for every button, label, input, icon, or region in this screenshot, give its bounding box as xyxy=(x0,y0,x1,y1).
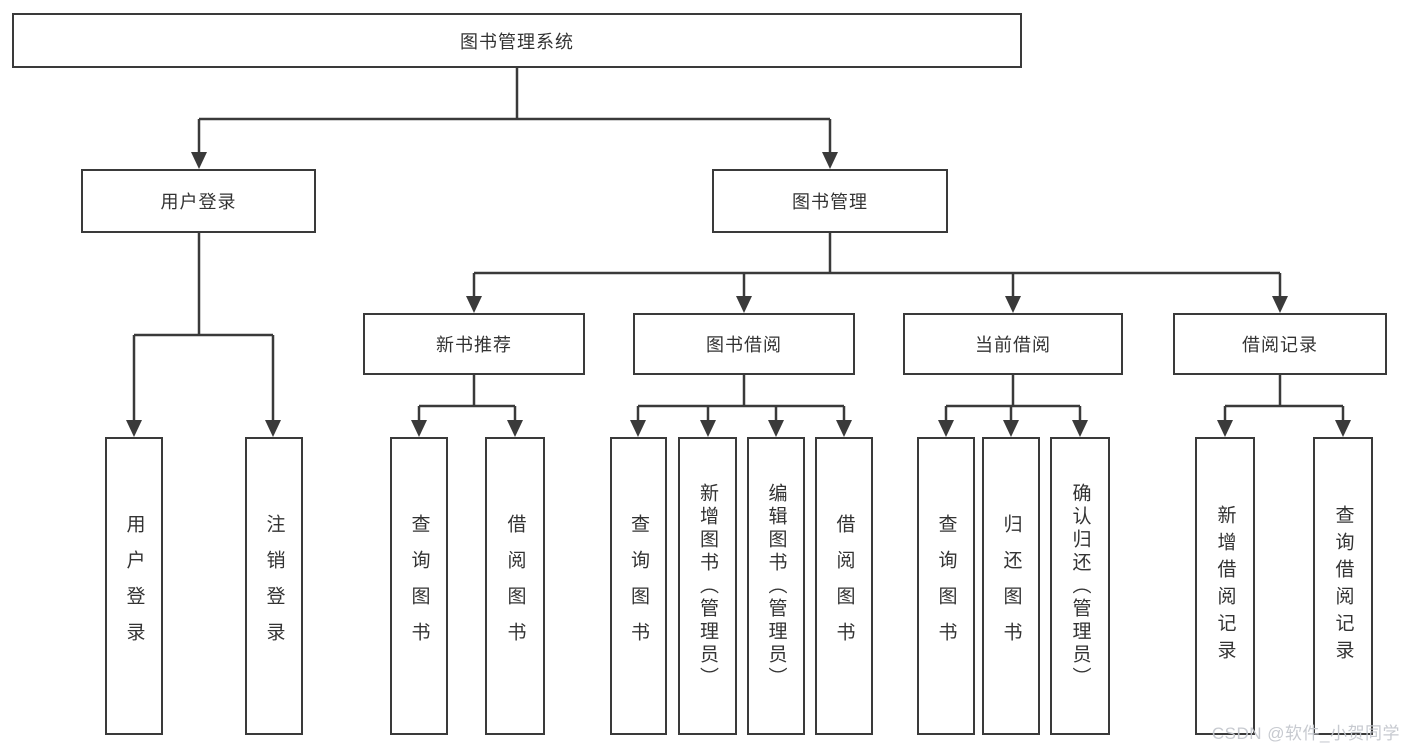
arrowheads xyxy=(126,152,1351,437)
node-label: 图书管理系统 xyxy=(460,31,574,52)
node-label: 图书管理 xyxy=(792,192,868,212)
node-label: 新增图书（管理员） xyxy=(697,482,718,690)
node-leaf-borrow-books-recommend: 借阅图书 xyxy=(485,437,545,735)
node-leaf-borrow-books: 借阅图书 xyxy=(815,437,873,735)
node-library-management-system: 图书管理系统 xyxy=(12,13,1022,68)
node-label: 用户登录 xyxy=(160,192,237,212)
node-leaf-logout: 注销登录 xyxy=(245,437,303,735)
node-label: 借阅图书 xyxy=(833,514,855,658)
node-leaf-return-books: 归还图书 xyxy=(982,437,1040,735)
node-user-login-module: 用户登录 xyxy=(81,169,316,233)
node-leaf-add-borrow-record: 新增借阅记录 xyxy=(1195,437,1255,735)
node-label: 用户登录 xyxy=(123,514,145,658)
node-label: 编辑图书（管理员） xyxy=(765,482,787,690)
node-label: 查询图书 xyxy=(628,514,649,658)
node-label: 借阅图书 xyxy=(504,514,526,658)
node-label: 借阅记录 xyxy=(1242,335,1318,355)
node-label: 新增借阅记录 xyxy=(1214,505,1236,667)
node-leaf-query-books-borrowing: 查询图书 xyxy=(610,437,667,735)
node-label: 查询借阅记录 xyxy=(1332,505,1354,667)
node-label: 查询图书 xyxy=(408,514,430,658)
node-leaf-edit-books-admin: 编辑图书（管理员） xyxy=(747,437,805,735)
node-leaf-query-books-current: 查询图书 xyxy=(917,437,975,735)
node-label: 当前借阅 xyxy=(975,335,1051,355)
node-leaf-query-books-recommend: 查询图书 xyxy=(390,437,448,735)
node-leaf-user-login: 用户登录 xyxy=(105,437,163,735)
node-borrowing-records: 借阅记录 xyxy=(1173,313,1387,375)
node-book-borrowing: 图书借阅 xyxy=(633,313,855,375)
node-new-book-recommendation: 新书推荐 xyxy=(363,313,585,375)
node-leaf-add-books-admin: 新增图书（管理员） xyxy=(678,437,737,735)
node-label: 注销登录 xyxy=(263,514,285,658)
node-label: 新书推荐 xyxy=(436,335,512,355)
node-leaf-query-borrow-record: 查询借阅记录 xyxy=(1313,437,1373,735)
node-label: 确认归还（管理员） xyxy=(1069,482,1091,690)
watermark-text: CSDN @软件_小贺同学 xyxy=(1211,724,1400,743)
node-current-borrowing: 当前借阅 xyxy=(903,313,1123,375)
node-book-management-module: 图书管理 xyxy=(712,169,948,233)
node-leaf-confirm-return-admin: 确认归还（管理员） xyxy=(1050,437,1110,735)
node-label: 图书借阅 xyxy=(706,335,782,355)
node-label: 归还图书 xyxy=(1000,514,1022,658)
node-label: 查询图书 xyxy=(935,514,957,658)
